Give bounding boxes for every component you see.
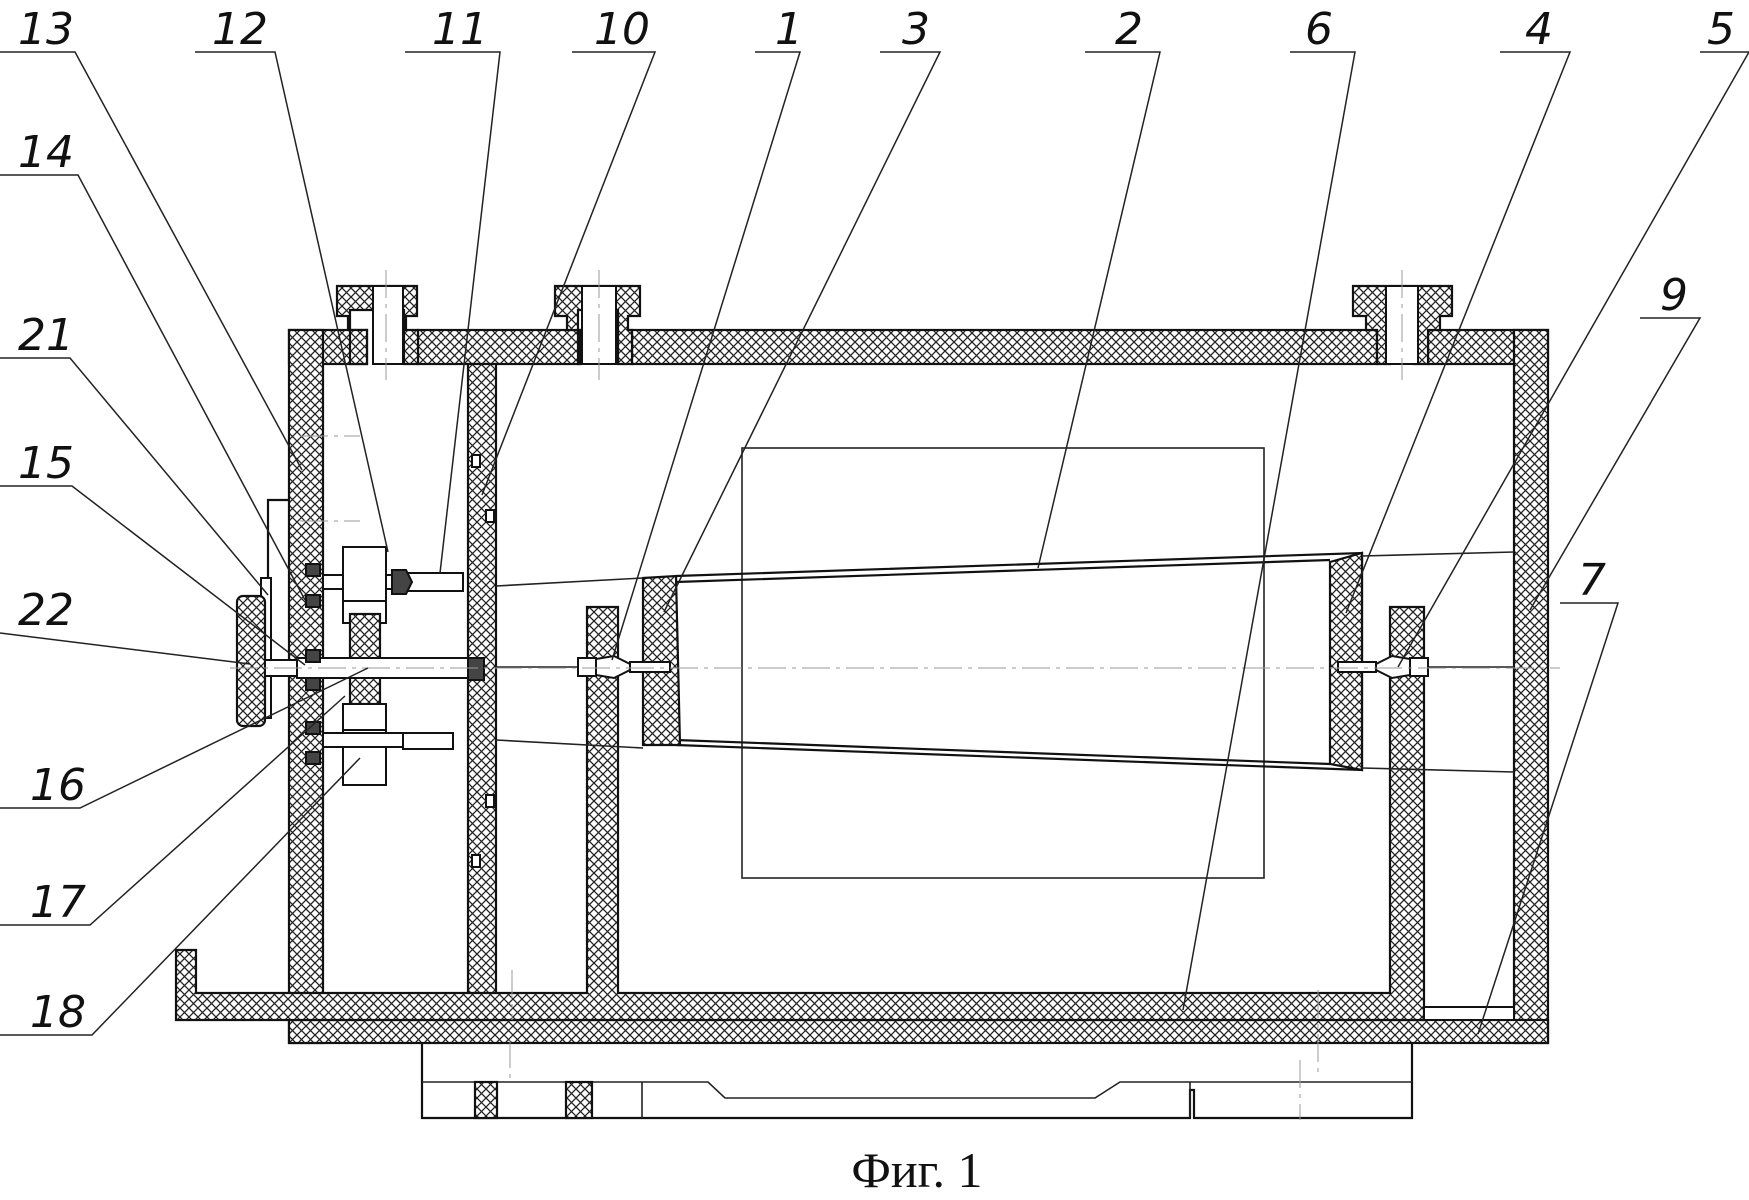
label-12: 12 bbox=[212, 4, 268, 55]
label-9: 9 bbox=[1660, 270, 1688, 321]
bushing-1-bore bbox=[373, 286, 403, 364]
plate-mark bbox=[486, 795, 494, 807]
bearing bbox=[306, 595, 320, 607]
plate-mark bbox=[472, 455, 480, 467]
top-wall-segment bbox=[418, 330, 580, 364]
leader-22 bbox=[0, 633, 250, 664]
leader-9 bbox=[1530, 318, 1700, 610]
rail-upper-left bbox=[496, 578, 643, 586]
leader-10 bbox=[482, 52, 655, 495]
plate-mark bbox=[472, 855, 480, 867]
leader-2 bbox=[1038, 52, 1160, 568]
top-wall-segment bbox=[632, 330, 1377, 364]
label-5: 5 bbox=[1707, 4, 1735, 55]
label-3: 3 bbox=[902, 4, 930, 55]
label-10: 10 bbox=[594, 4, 650, 55]
rail-lower-left bbox=[496, 740, 643, 748]
label-17: 17 bbox=[30, 877, 86, 928]
base-block bbox=[475, 1082, 497, 1118]
leader-6 bbox=[1183, 52, 1355, 1010]
leader-13 bbox=[0, 52, 302, 470]
right-pivot-pin bbox=[1338, 662, 1376, 672]
left-end-cap bbox=[643, 576, 680, 745]
right-pivot-nut bbox=[1410, 658, 1428, 676]
drum-assembly bbox=[496, 448, 1514, 878]
left-pivot-nut bbox=[578, 658, 596, 676]
lower-shaft bbox=[323, 733, 403, 747]
lower-shaft-sleeve bbox=[403, 733, 453, 749]
right-pivot-cone bbox=[1376, 656, 1410, 678]
right-wall bbox=[1514, 330, 1548, 1043]
base-block bbox=[566, 1082, 592, 1118]
label-22: 22 bbox=[18, 585, 74, 636]
label-6: 6 bbox=[1305, 4, 1333, 55]
lower-pulley-rim bbox=[343, 704, 386, 730]
rail-lower-right bbox=[1362, 768, 1514, 772]
label-21: 21 bbox=[18, 310, 74, 361]
label-14: 14 bbox=[18, 127, 74, 178]
leader-14 bbox=[0, 175, 305, 600]
bearing bbox=[306, 564, 320, 576]
leader-lines bbox=[0, 52, 1749, 1035]
label-16: 16 bbox=[30, 760, 86, 811]
rail-upper-right bbox=[1362, 552, 1514, 556]
base-feet bbox=[422, 1043, 1412, 1118]
figure-caption: Фиг. 1 bbox=[851, 1142, 982, 1198]
main-shaft-collar bbox=[468, 658, 484, 680]
label-1: 1 bbox=[775, 4, 803, 55]
drive-mechanism bbox=[297, 547, 484, 785]
bottom-wall bbox=[289, 1020, 1548, 1043]
label-2: 2 bbox=[1115, 4, 1143, 55]
label-15: 15 bbox=[18, 438, 74, 489]
bearing bbox=[306, 678, 320, 690]
plate-mark bbox=[486, 510, 494, 522]
bracket bbox=[268, 500, 289, 590]
label-18: 18 bbox=[30, 987, 86, 1038]
bearing bbox=[306, 752, 320, 764]
tray-slot bbox=[1424, 1007, 1514, 1020]
bearing bbox=[306, 650, 320, 662]
part-labels: 13 12 11 10 1 3 2 6 4 5 14 9 21 15 22 7 … bbox=[18, 4, 1735, 1038]
left-pivot-pin bbox=[630, 662, 670, 672]
drum-window bbox=[742, 448, 1264, 878]
label-13: 13 bbox=[18, 4, 74, 55]
label-4: 4 bbox=[1525, 4, 1553, 55]
label-7: 7 bbox=[1578, 555, 1606, 606]
label-11: 11 bbox=[432, 4, 488, 55]
upper-pulley bbox=[343, 547, 386, 601]
